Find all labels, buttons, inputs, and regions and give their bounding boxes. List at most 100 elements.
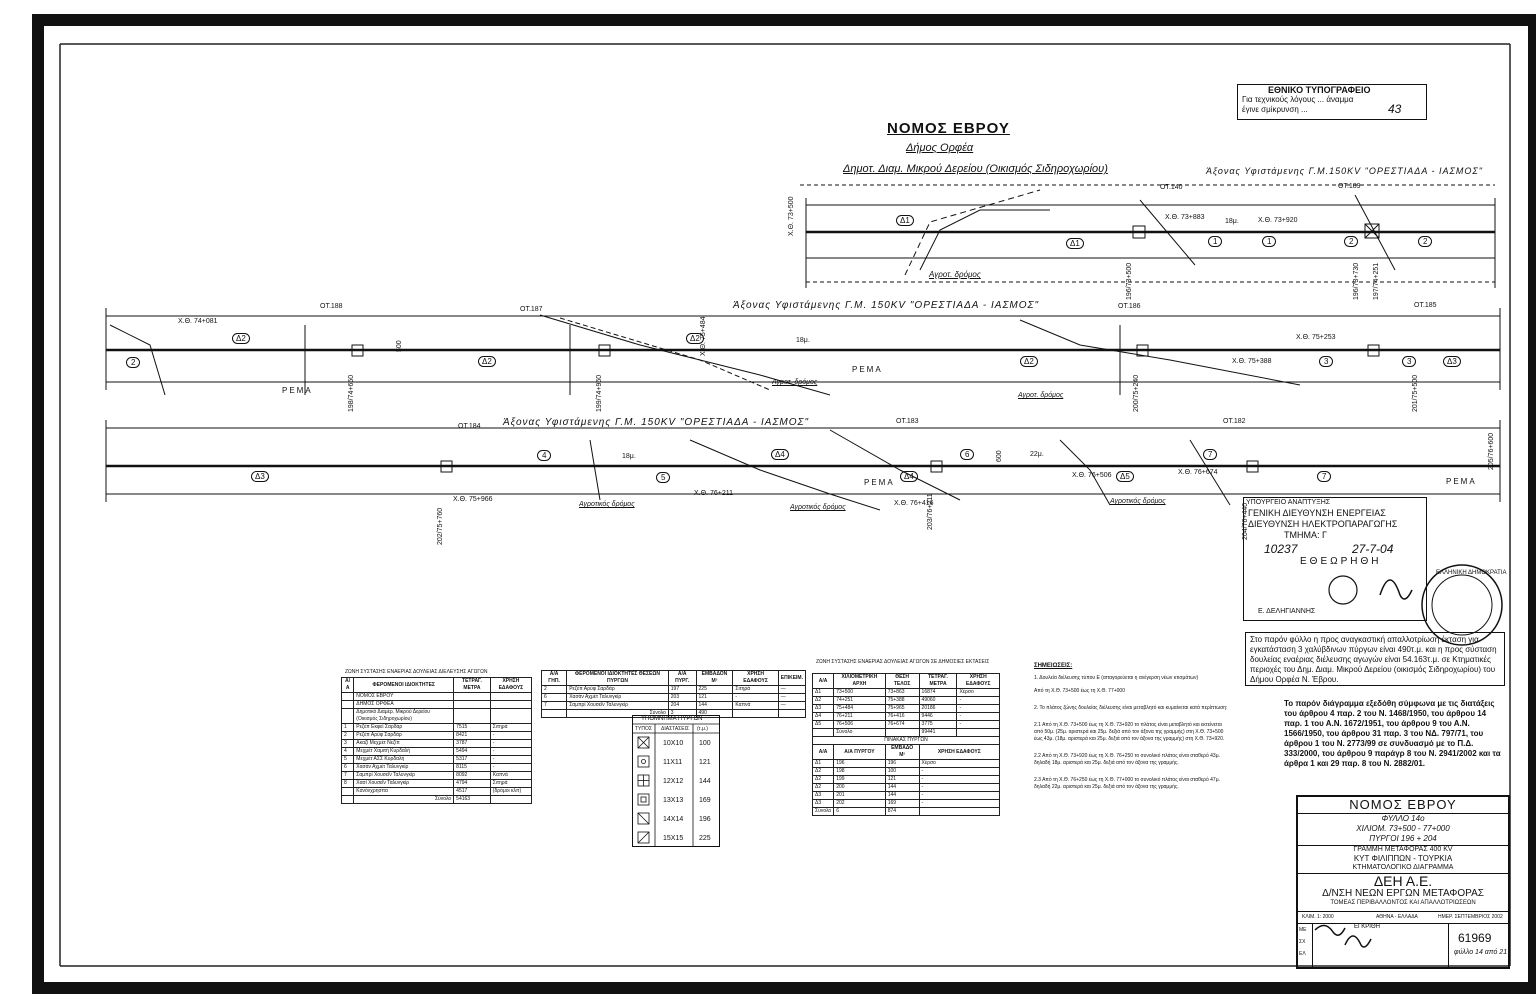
table4-sub-total-count: 6 bbox=[833, 807, 886, 816]
expropriation-statement: Στο παρόν φύλλο η προς αναγκαστική απαλλ… bbox=[1245, 632, 1505, 686]
strip2-chainage-2: Χ.Θ. 75+253 bbox=[1296, 334, 1336, 341]
table3-row-5-area: 225 bbox=[699, 835, 711, 842]
tb-place: ΑΘΗΝΑ - ΕΛΛΑΔΑ bbox=[1376, 914, 1418, 920]
title-nomos: ΝΟΜΟΣ ΕΒΡΟΥ bbox=[887, 120, 1010, 137]
legal-basis-text: Το παρόν διάγραμμα εξεδόθη σύμφωνα με τι… bbox=[1284, 699, 1501, 768]
round-stamp bbox=[1421, 564, 1503, 646]
notes-item: 1. Δουλεία διέλευσης τύπου Ε (απαγορεύετ… bbox=[1034, 675, 1199, 681]
notes-block: ΣΗΜΕΙΩΣΕΙΣ: 1. Δουλεία διέλευσης τύπου Ε… bbox=[1034, 663, 1230, 791]
strip3-road-2: Αγροτικός δρόμος bbox=[790, 504, 846, 511]
table3-row-2-area: 144 bbox=[699, 778, 711, 785]
strip3-width-2: 22μ. bbox=[1030, 451, 1044, 458]
ministry-stamp-line4: ΤΜΗΜΑ: Γ bbox=[1284, 530, 1327, 540]
ministry-stamp-signer: Ε. ΔΕΛΗΓΙΑΝΝΗΣ bbox=[1258, 608, 1316, 615]
notes-item: Από τη Χ.Θ. 73+500 έως τη Χ.Θ. 77+000 bbox=[1034, 688, 1125, 694]
strip2-zone-d2d: Δ2 bbox=[1020, 356, 1038, 367]
strip2-zone-d2c: Δ2 bbox=[686, 333, 704, 344]
tb-check: ΕΓΚΡΙΘΗ bbox=[1354, 924, 1380, 930]
table3-row-0-area: 100 bbox=[699, 740, 711, 747]
table1-total-label: Σύνολο bbox=[353, 795, 455, 804]
strip2-tower-188: ΟΤ.188 bbox=[320, 303, 343, 310]
table1-h-area: ΤΕΤΡΑΓ. ΜΕΤΡΑ bbox=[453, 677, 491, 693]
tb-date: ΗΜΕΡ. ΣΕΠΤΕΜΒΡΙΟΣ 2002 bbox=[1438, 914, 1503, 920]
ministry-stamp: ΥΠΟΥΡΓΕΙΟ ΑΝΑΠΤΥΞΗΣ ΓΕΝΙΚΗ ΔΙΕΥΘΥΝΣΗ ΕΝΕ… bbox=[1243, 497, 1427, 621]
print-office-line1: ΕΘΝΙΚΟ ΤΥΠΟΓΡΑΦΕΙΟ bbox=[1268, 85, 1371, 95]
tb-dept: Δ/ΝΣΗ ΝΕΩΝ ΕΡΓΩΝ ΜΕΤΑΦΟΡΑΣ bbox=[1322, 888, 1484, 899]
strip2-axis-label: Άξονας Υφιστάμενης Γ.Μ. 150KV "ΟΡΕΣΤΙΑΔΑ… bbox=[733, 300, 1040, 311]
ministry-stamp-line1: ΥΠΟΥΡΓΕΙΟ ΑΝΑΠΤΥΞΗΣ bbox=[1246, 499, 1331, 506]
strip3-zone-7a: 7 bbox=[1203, 449, 1218, 460]
strip2-chainage-3: Χ.Θ. 75+388 bbox=[1232, 358, 1272, 365]
strip3-chainage-3: Χ.Θ. 76+416 bbox=[894, 500, 934, 507]
strip1-zone-2b: 2 bbox=[1418, 236, 1433, 247]
strip1-chainage-mid: Χ.Θ. 73+883 bbox=[1165, 214, 1205, 221]
strip1-chainage-right: Χ.Θ. 73+920 bbox=[1258, 217, 1298, 224]
table3-row-1-area: 121 bbox=[699, 759, 711, 766]
strip3-tower-184: ΟΤ.184 bbox=[458, 423, 481, 430]
strip1-tower-189: ΟΤ.189 bbox=[1338, 183, 1361, 190]
table3-row-1-dim: 11Χ11 bbox=[663, 759, 683, 766]
table3-row-2-dim: 12Χ12 bbox=[663, 778, 684, 785]
strip2-zone-3a: 3 bbox=[1319, 356, 1334, 367]
strip3-zone-d3: Δ3 bbox=[251, 471, 269, 482]
table3-row-0-dim: 10Χ10 bbox=[663, 740, 684, 747]
strip1-width: 18μ. bbox=[1225, 218, 1239, 225]
strip2-rema: ΡΕΜΑ bbox=[282, 386, 313, 395]
strip2-tower-186: ΟΤ.186 bbox=[1118, 303, 1141, 310]
signature-2 bbox=[1344, 935, 1372, 948]
strip3-chainage-5: Χ.Θ. 76+674 bbox=[1178, 469, 1218, 476]
title-diamerisma: Δημοτ. Διαμ. Μικρού Δερείου (Οικισμός Σι… bbox=[843, 163, 1108, 175]
strip1-axis-label: Άξονας Υφιστάμενης Γ.Μ.150KV "ΟΡΕΣΤΙΑΔΑ … bbox=[1206, 166, 1483, 176]
notes-item: 2.1 Από τη Χ.Θ. 73+500 έως τη Χ.Θ. 73+92… bbox=[1034, 722, 1225, 742]
title-block: ΝΟΜΟΣ ΕΒΡΟΥ ΦΥΛΛΟ 14ο ΧΙΛΙΟΜ. 73+500 - 7… bbox=[1296, 795, 1510, 969]
print-office-line2: Για τεχνικούς λόγους ... άναμμα bbox=[1242, 95, 1354, 104]
table3-row-4-area: 196 bbox=[699, 816, 711, 823]
tb-sector: ΤΟΜΕΑΣ ΠΕΡΙΒΑΛΛΟΝΤΟΣ ΚΑΙ ΑΠΑΛΛΟΤΡΙΩΣΕΩΝ bbox=[1330, 900, 1476, 906]
strip2-chainage-1: Χ.Θ. 74+081 bbox=[178, 318, 218, 325]
strip3-road-3: Αγροτικός δρόμος bbox=[1110, 498, 1166, 505]
table3-row-4-dim: 14Χ14 bbox=[663, 816, 684, 823]
strip1-zone-1b: 1 bbox=[1262, 236, 1277, 247]
ministry-stamp-line2: ΓΕΝΙΚΗ ΔΙΕΥΘΥΝΣΗ ΕΝΕΡΓΕΙΑΣ bbox=[1248, 508, 1386, 518]
strip2-zone-3b: 3 bbox=[1402, 356, 1417, 367]
strip3-zone-d4a: Δ4 bbox=[771, 449, 789, 460]
table1-grid: Α/Α ΦΕΡΟΜΕΝΟΙ ΙΔΙΟΚΤΗΤΕΣ ΤΕΤΡΑΓ. ΜΕΤΡΑ Χ… bbox=[340, 677, 533, 804]
tb-company: ΔΕΗ Α.Ε. bbox=[1373, 873, 1433, 889]
strip2-road-2: Αγροτ. δρόμος bbox=[772, 379, 818, 386]
strip3-rema-1: ΡΕΜΑ bbox=[1446, 477, 1477, 486]
tb-row-el: ΕΛ bbox=[1299, 951, 1306, 957]
table3-row-3-area: 169 bbox=[699, 797, 711, 804]
tb-xiliom: ΧΙΛΙΟΜ. 73+500 - 77+000 bbox=[1356, 824, 1450, 833]
tb-route: ΚΥΤ ΦΙΛΙΠΠΩΝ - ΤΟΥΡΚΙΑ bbox=[1353, 854, 1453, 863]
strip2-tower-187: ΟΤ.187 bbox=[520, 306, 543, 313]
notes-item: 2.2 Από τη Χ.Θ. 73+920 έως τη Χ.Θ. 76+25… bbox=[1034, 753, 1220, 766]
strip3-chainage-1: Χ.Θ. 75+966 bbox=[453, 496, 493, 503]
strip3-zone-d5: Δ5 bbox=[1116, 471, 1134, 482]
tb-sheet: φύλλο 14 από 21 bbox=[1454, 949, 1508, 956]
tb-line: ΓΡΑΜΜΗ ΜΕΤΑΦΟΡΑΣ 400 KV bbox=[1353, 846, 1453, 853]
tb-number: 61969 bbox=[1458, 931, 1492, 945]
strip3-zone-d4b: Δ4 bbox=[900, 471, 918, 482]
print-office-number: 43 bbox=[1388, 102, 1402, 116]
table3-h-area: (τ.μ.) bbox=[697, 726, 708, 732]
notes-item: 2. Το πλάτος ζώνης δουλείας διέλευσης εί… bbox=[1034, 705, 1228, 711]
ministry-stamp-date: 27-7-04 bbox=[1352, 542, 1394, 556]
table3-h-type: ΤΥΠΟΣ bbox=[635, 726, 652, 732]
round-stamp-text: ΕΛΛΗΝΙΚΗ ΔΗΜΟΚΡΑΤΙΑ bbox=[1436, 570, 1507, 576]
strip1-zone-1a: 1 bbox=[1208, 236, 1223, 247]
signature-1 bbox=[1314, 924, 1346, 936]
strip2-zone-d2b: Δ2 bbox=[478, 356, 496, 367]
strip3-chainage-4: Χ.Θ. 76+506 bbox=[1072, 472, 1112, 479]
ministry-stamp-line3: ΔΙΕΥΘΥΝΣΗ ΗΛΕΚΤΡΟΠΑΡΑΓΩΓΗΣ bbox=[1248, 519, 1398, 529]
tower-legend: ΥΠΟΜΝΗΜΑ ΠΥΡΓΩΝ ΤΥΠΟΣ ΔΙΑΣΤΑΣΕΙΣ (τ.μ.) … bbox=[632, 715, 720, 847]
table1-title: ΖΩΝΗ ΣΥΣΤΑΣΗΣ ΕΝΑΕΡΙΑΣ ΔΟΥΛΕΙΑΣ ΔΙΕΛΕΥΣΗ… bbox=[345, 669, 488, 675]
strip2-tower-185: ΟΤ.185 bbox=[1414, 302, 1437, 309]
strip1-zone-d1b: Δ1 bbox=[1066, 238, 1084, 249]
